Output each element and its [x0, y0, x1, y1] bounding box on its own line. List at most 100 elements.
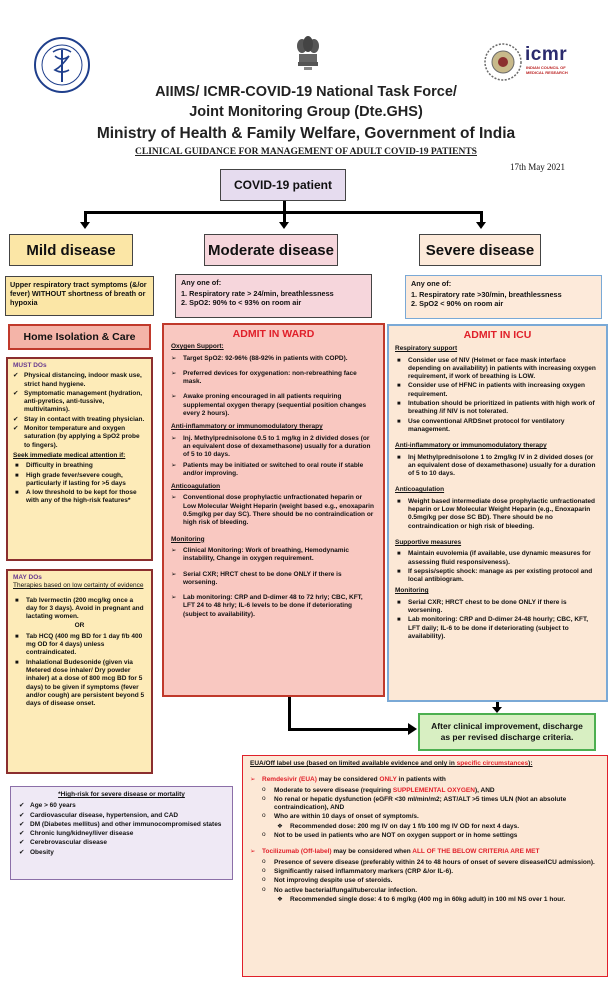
list-item: Inj Methylprednisolone 1 to 2mg/kg IV in…: [395, 454, 600, 479]
list-item: Serial CXR; HRCT chest to be done ONLY i…: [395, 599, 600, 616]
home-isolation-label: Home Isolation & Care: [23, 331, 136, 343]
list-item: Obesity: [19, 849, 224, 858]
list-item: Presence of severe disease (preferably w…: [262, 858, 600, 867]
icu-anti-title: Anti-inflammatory or immunomodulatory th…: [395, 442, 547, 450]
list-item: DM (Diabetes mellitus) and other immunoc…: [19, 821, 224, 830]
remdesivir-only: ONLY: [379, 776, 397, 784]
eua-title: EUA/Off label use (based on limited avai…: [250, 760, 600, 768]
remdesivir-heading: ➢ Remdesivir (EUA) may be considered ONL…: [250, 776, 600, 784]
list-item: Tab HCQ (400 mg BD for 1 day f/b 400 mg …: [13, 633, 146, 658]
tocilizumab-dose: Recommended single dose: 4 to 6 mg/kg (4…: [262, 896, 600, 905]
icu-monitoring-list: Serial CXR; HRCT chest to be done ONLY i…: [395, 599, 600, 641]
icu-coag-list: Weight based intermediate dose prophylac…: [395, 498, 600, 531]
connector-ward-down: [288, 697, 291, 731]
list-item: Not to be used in patients who are NOT o…: [262, 831, 600, 840]
list-item: Intubation should be prioritized in pati…: [395, 400, 600, 417]
may-dos-subtitle: Therapies based on low certainty of evid…: [13, 582, 144, 590]
list-item: Awake proning encouraged in all patients…: [171, 393, 376, 418]
connector-ward-to-discharge: [288, 728, 410, 731]
must-dos-list: Physical distancing, indoor mask use, st…: [13, 372, 146, 450]
list-item: Use conventional ARDSnet protocol for ve…: [395, 418, 600, 435]
ward-oxygen-list: Target SpO2: 92-96% (88-92% in patients …: [171, 355, 376, 419]
rem-first-c: ), AND: [474, 786, 495, 794]
may-dos-title: MAY DOs: [13, 574, 42, 581]
severe-disease-box: Severe disease: [419, 234, 541, 266]
connector-mild-down: [84, 211, 87, 223]
list-item: Age > 60 years: [19, 802, 224, 811]
tocilizumab-b: ALL OF THE BELOW CRITERIA ARE MET: [412, 848, 540, 856]
connector-root-down: [283, 201, 286, 212]
mild-criteria-text: Upper respiratory tract symptoms (&/or f…: [10, 280, 147, 308]
list-item: Cardiovascular disease, hypertension, an…: [19, 812, 224, 821]
tocilizumab-list: Presence of severe disease (preferably w…: [262, 858, 600, 895]
list-item: Tab Ivermectin (200 mcg/kg once a day fo…: [13, 597, 146, 622]
icu-anti-list: Inj Methylprednisolone 1 to 2mg/kg IV in…: [395, 454, 600, 479]
ward-monitoring-list: Clinical Monitoring: Work of breathing, …: [171, 547, 376, 619]
list-item: Not improving despite use of steroids.: [262, 876, 600, 885]
arrow-to-moderate: [279, 222, 289, 229]
admit-icu-box: ADMIT IN ICU Respiratory support Conside…: [387, 324, 608, 702]
issue-date: 17th May 2021: [510, 162, 565, 172]
list-item: Chronic lung/kidney/liver disease: [19, 830, 224, 839]
moderate-criterion-2: 2. SpO2: 90% to < 93% on room air: [181, 298, 302, 308]
arrow-to-mild: [80, 222, 90, 229]
remdesivir-list-2: Not to be used in patients who are NOT o…: [262, 831, 600, 840]
ward-anti-list: Inj. Methylprednisolone 0.5 to 1 mg/kg i…: [171, 435, 376, 478]
page-subtitle: CLINICAL GUIDANCE FOR MANAGEMENT OF ADUL…: [135, 147, 477, 157]
icmr-logo: icmr INDIAN COUNCIL OF MEDICAL RESEARCH: [483, 40, 575, 84]
list-item: Maintain euvolemia (if available, use dy…: [395, 550, 600, 567]
list-item: Clinical Monitoring: Work of breathing, …: [171, 547, 376, 564]
ward-anti-title: Anti-inflammatory or immunomodulatory th…: [171, 423, 323, 431]
tocilizumab-heading: ➢ Tocilizumab (Off-label) may be conside…: [250, 848, 600, 856]
tocilizumab-name: Tocilizumab (Off-label): [262, 848, 332, 856]
remdesivir-name: Remdesivir (EUA): [262, 776, 317, 784]
list-item: If sepsis/septic shock: manage as per ex…: [395, 568, 600, 585]
list-item: A low threshold to be kept for those wit…: [13, 489, 146, 506]
list-item: Preferred devices for oxygenation: non-r…: [171, 370, 376, 387]
moderate-any-one: Any one of:: [181, 278, 222, 287]
list-item: Serial CXR; HRCT chest to be done ONLY i…: [171, 571, 376, 588]
arrow-to-discharge: [408, 723, 417, 735]
severe-any-one: Any one of:: [411, 279, 452, 288]
list-item: Inj. Methylprednisolone 0.5 to 1 mg/kg i…: [171, 435, 376, 460]
arrow-icu-to-discharge: [492, 707, 502, 713]
list-item: Consider use of HFNC in patients with in…: [395, 382, 600, 399]
may-dos-or: OR: [74, 622, 85, 630]
list-item: Consider use of NIV (Helmet or face mask…: [395, 357, 600, 382]
ward-coag-title: Anticoagulation: [171, 483, 221, 491]
list-item: Cerebrovascular disease: [19, 839, 224, 848]
moderate-disease-box: Moderate disease: [204, 234, 338, 266]
arrow-bullet-icon: ➢: [250, 848, 256, 856]
arrow-bullet-icon: ➢: [250, 776, 256, 784]
may-dos-box: MAY DOs Therapies based on low certainty…: [6, 569, 153, 774]
must-dos-title: MUST DOs: [13, 362, 47, 369]
moderate-criteria-box: Any one of: 1. Respiratory rate > 24/min…: [175, 274, 372, 318]
home-isolation-box: Home Isolation & Care: [8, 324, 151, 350]
icu-resp-list: Consider use of NIV (Helmet or face mask…: [395, 357, 600, 435]
icu-supportive-title: Supportive measures: [395, 538, 462, 546]
list-item: No active bacterial/fungal/tubercular in…: [262, 886, 600, 895]
high-risk-box: *High-risk for severe disease or mortali…: [10, 786, 233, 880]
mild-disease-box: Mild disease: [9, 234, 133, 266]
remdesivir-list: Moderate to severe disease (requiring SU…: [262, 786, 600, 822]
severe-disease-title: Severe disease: [425, 241, 535, 259]
seek-attention-title: Seek immediate medical attention if:: [13, 451, 126, 459]
must-dos-box: MUST DOs Physical distancing, indoor mas…: [6, 357, 153, 561]
eua-box: EUA/Off label use (based on limited avai…: [242, 755, 608, 977]
high-risk-title: *High-risk for severe disease or mortali…: [58, 791, 185, 798]
list-item: Significantly raised inflammatory marker…: [262, 867, 600, 876]
discharge-box: After clinical improvement, discharge as…: [418, 713, 596, 751]
ward-coag-list: Conventional dose prophylactic unfractio…: [171, 494, 376, 527]
connector-severe-down: [480, 211, 483, 223]
moderate-criterion-1: 1. Respiratory rate > 24/min, breathless…: [181, 289, 334, 299]
moderate-disease-title: Moderate disease: [208, 241, 334, 259]
discharge-text: After clinical improvement, discharge as…: [431, 721, 583, 742]
list-item: Weight based intermediate dose prophylac…: [395, 498, 600, 531]
emblem-icon: [295, 34, 321, 80]
seek-attention-list: Difficulty in breathing High grade fever…: [13, 462, 146, 505]
remdesivir-dose: Recommended dose: 200 mg IV on day 1 f/b…: [262, 823, 600, 832]
list-item: Target SpO2: 92-96% (88-92% in patients …: [171, 355, 376, 364]
remdesivir-a: may be considered: [316, 776, 380, 784]
list-item: No renal or hepatic dysfunction (eGFR <3…: [262, 795, 600, 813]
severe-criterion-2: 2. SpO2 < 90% on room air: [411, 299, 504, 309]
